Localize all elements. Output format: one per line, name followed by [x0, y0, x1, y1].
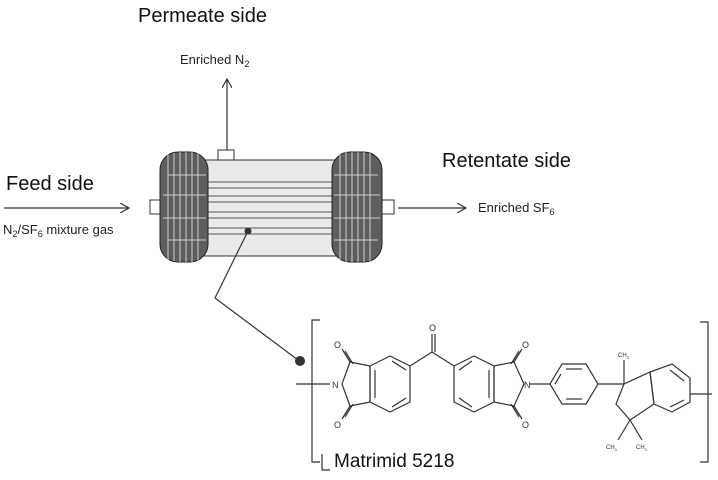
methyl-label-3: CH3 — [636, 445, 648, 452]
right-end-cap — [331, 151, 383, 263]
polymer-name-label: Matrimid 5218 — [334, 451, 455, 472]
retentate-port — [381, 199, 395, 215]
nitrogen-label-1: N — [332, 380, 339, 390]
enriched-n2-subscript: 2 — [244, 59, 250, 69]
mixture-gas-label: N2/SF6 mixture gas — [3, 222, 114, 239]
enriched-sf6-text: Enriched SF — [478, 200, 550, 215]
enriched-sf6-label: Enriched SF6 — [478, 200, 555, 217]
pointer-end-dot — [295, 356, 305, 366]
left-bracket — [311, 319, 320, 463]
mixture-suffix: mixture gas — [42, 222, 114, 237]
oxygen-label-1: O — [334, 340, 341, 350]
feed-side-label: Feed side — [6, 173, 94, 195]
nitrogen-label-2: N — [524, 380, 531, 390]
mixture-mid: /SF — [17, 222, 38, 237]
left-end-cap — [159, 151, 209, 263]
oxygen-label-3: O — [429, 323, 436, 333]
mixture-n: N — [3, 222, 13, 237]
membrane-module — [149, 149, 395, 263]
atom-labels: O O N O O O N CH3 CH3 CH3 — [332, 323, 648, 452]
retentate-side-label: Retentate side — [442, 150, 571, 172]
oxygen-label-5: O — [522, 420, 529, 430]
pointer-line-2 — [214, 297, 299, 361]
polymer-structure — [296, 319, 712, 463]
enriched-n2-text: Enriched N — [180, 52, 245, 67]
mixture-sub2: 6 — [37, 229, 43, 239]
pointer-line — [214, 230, 249, 299]
mixture-sub1: 2 — [12, 229, 18, 239]
oxygen-label-4: O — [522, 340, 529, 350]
enriched-n2-label: Enriched N2 — [180, 52, 250, 69]
methyl-label-2: CH3 — [606, 445, 618, 452]
enriched-sf6-subscript: 6 — [549, 207, 555, 217]
right-bracket — [700, 321, 709, 463]
oxygen-label-2: O — [334, 420, 341, 430]
permeate-side-label: Permeate side — [138, 5, 267, 27]
methyl-label-1: CH3 — [618, 353, 630, 360]
hollow-fibers — [182, 181, 358, 235]
